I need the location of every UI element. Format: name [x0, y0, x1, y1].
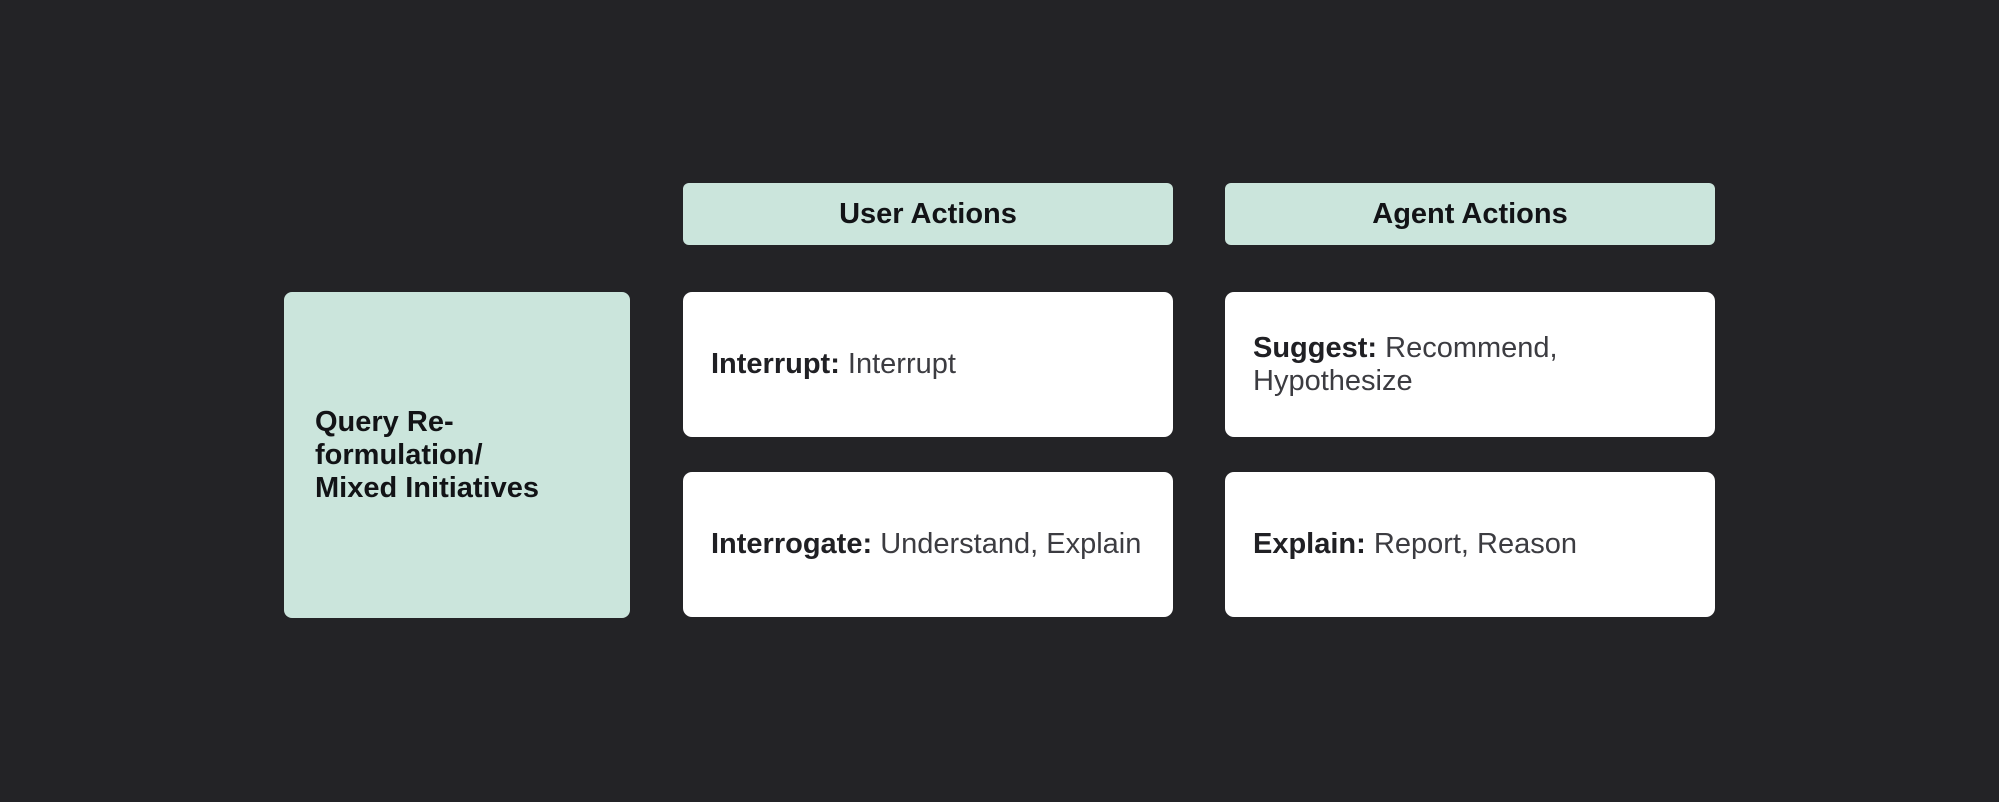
- action-card-interrupt: Interrupt: Interrupt: [683, 292, 1173, 437]
- column-header-label: Agent Actions: [1372, 197, 1568, 230]
- action-card-lead: Interrogate:: [711, 528, 873, 560]
- category-label-line2: Mixed Initiatives: [315, 471, 540, 504]
- action-card-suggest: Suggest: Recommend, Hypothesize: [1225, 292, 1715, 437]
- action-card-rest: Report, Reason: [1365, 528, 1577, 560]
- action-card-text: Interrogate: Understand, Explain: [711, 528, 1141, 561]
- category-box-query-reformulation: Query Re-formulation/ Mixed Initiatives: [284, 292, 630, 618]
- column-header-agent-actions: Agent Actions: [1225, 183, 1715, 245]
- action-card-explain: Explain: Report, Reason: [1225, 472, 1715, 617]
- action-card-lead: Explain:: [1253, 528, 1366, 560]
- action-card-lead: Suggest:: [1253, 331, 1378, 364]
- action-card-text: Interrupt: Interrupt: [711, 348, 956, 381]
- category-label-line1: Query Re-formulation/: [315, 405, 483, 471]
- action-card-text: Suggest: Recommend, Hypothesize: [1253, 332, 1593, 398]
- action-card-rest: Recommend, Hypothesize: [1253, 331, 1558, 397]
- action-card-interrogate: Interrogate: Understand, Explain: [683, 472, 1173, 617]
- column-header-user-actions: User Actions: [683, 183, 1173, 245]
- action-card-rest: Understand, Explain: [872, 528, 1142, 560]
- action-card-lead: Interrupt:: [711, 348, 840, 380]
- action-card-rest: Interrupt: [839, 348, 956, 380]
- action-card-text: Explain: Report, Reason: [1253, 528, 1577, 561]
- column-header-label: User Actions: [839, 197, 1017, 230]
